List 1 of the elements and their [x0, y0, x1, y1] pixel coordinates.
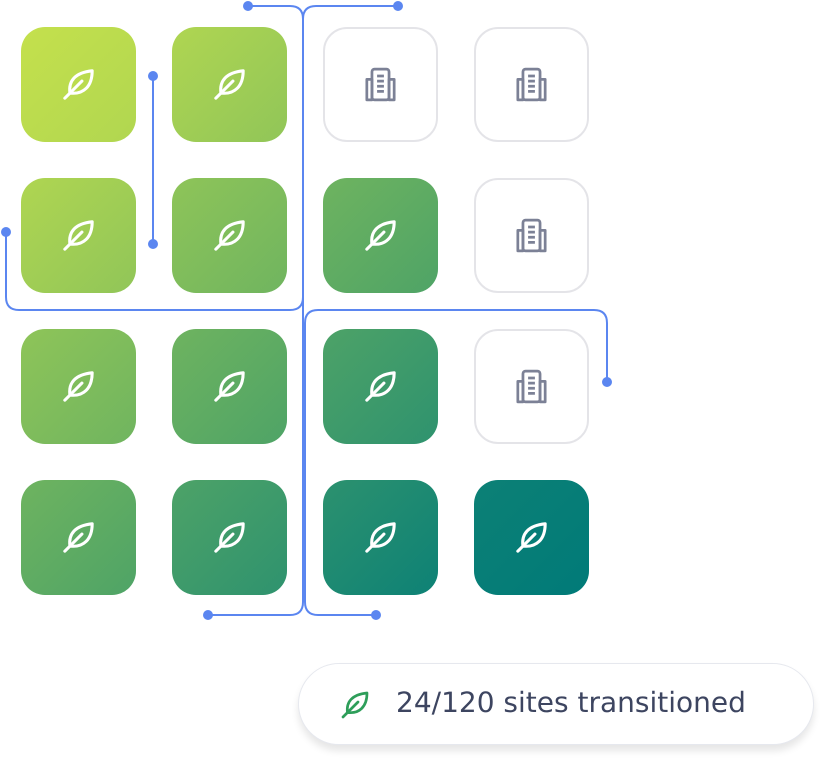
status-text: 24/120 sites transitioned	[396, 686, 746, 720]
